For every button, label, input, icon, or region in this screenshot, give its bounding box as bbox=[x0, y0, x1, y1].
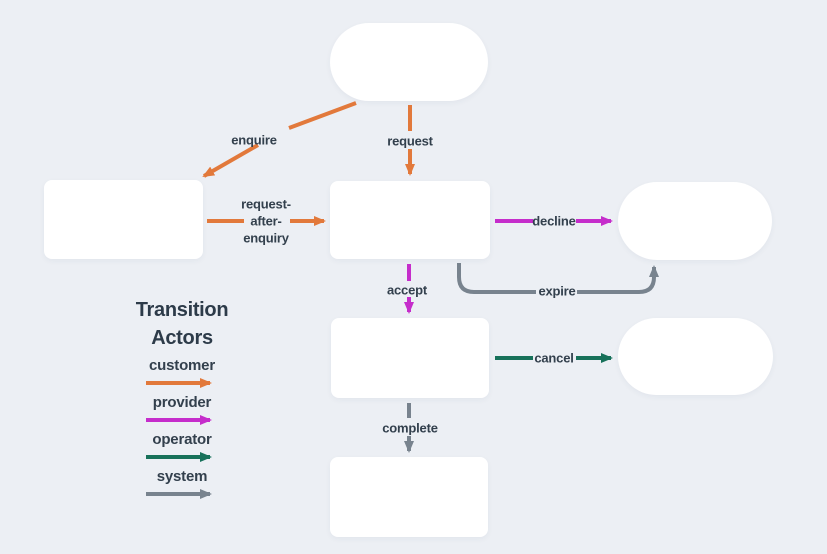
legend-label-operator: operator bbox=[152, 431, 212, 448]
state-node-rect-middle bbox=[330, 181, 490, 259]
operator-arrow-icon bbox=[146, 452, 212, 462]
legend: Transition Actors customer provider oper… bbox=[112, 296, 252, 500]
enquire-label: enquire bbox=[231, 132, 277, 148]
state-node-pill-cancelled bbox=[618, 318, 773, 395]
legend-row-system: system bbox=[112, 468, 252, 500]
accept-label: accept bbox=[387, 282, 427, 298]
legend-title-line2: Actors bbox=[151, 327, 213, 349]
legend-row-provider: provider bbox=[112, 394, 252, 426]
system-arrow-icon bbox=[146, 489, 212, 499]
legend-label-customer: customer bbox=[149, 357, 215, 374]
request-after-enquiry-line1: request- bbox=[241, 196, 291, 212]
enquire-arrow-head bbox=[202, 143, 259, 178]
decline-label: decline bbox=[532, 213, 576, 229]
complete-label: complete bbox=[382, 420, 438, 436]
request-after-enquiry-label: request- after- enquiry bbox=[241, 196, 291, 247]
state-node-rect-bottom bbox=[330, 457, 488, 537]
cancel-label: cancel bbox=[534, 350, 574, 366]
legend-title-line1: Transition bbox=[135, 299, 229, 321]
request-label: request bbox=[387, 133, 433, 149]
legend-label-system: system bbox=[156, 468, 208, 485]
expire-arrow-head bbox=[577, 265, 659, 294]
state-node-pill-declined bbox=[618, 182, 772, 260]
enquire-arrow-segment bbox=[288, 101, 357, 130]
state-node-rect-accepted bbox=[331, 318, 489, 398]
state-node-pill-top bbox=[330, 23, 488, 101]
provider-arrow-icon bbox=[146, 415, 212, 425]
request-after-enquiry-line2: after- bbox=[250, 213, 282, 229]
state-node-rect-left bbox=[44, 180, 203, 259]
expire-arrow-segment bbox=[457, 263, 536, 294]
legend-title: Transition Actors bbox=[112, 296, 252, 352]
expire-label: expire bbox=[538, 283, 576, 299]
legend-label-provider: provider bbox=[152, 394, 212, 411]
customer-arrow-icon bbox=[146, 378, 212, 388]
legend-row-customer: customer bbox=[112, 357, 252, 389]
legend-row-operator: operator bbox=[112, 431, 252, 463]
request-after-enquiry-line3: enquiry bbox=[243, 230, 289, 246]
